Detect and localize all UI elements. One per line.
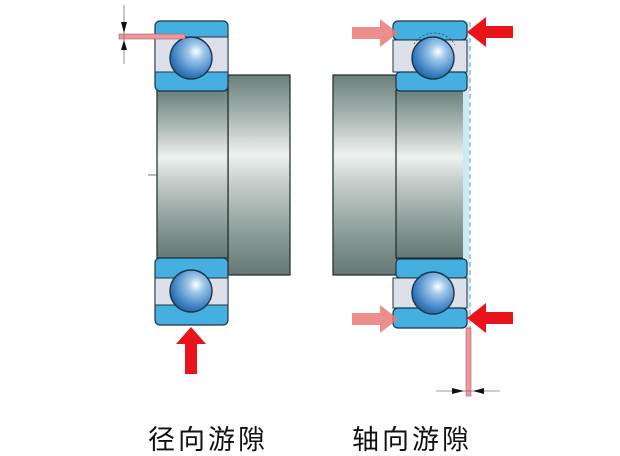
arrow-icon [467, 303, 513, 333]
caption-radial-clearance: 径向游隙 [148, 425, 268, 456]
dimension-arrow-icon [121, 22, 127, 33]
ball-icon [411, 271, 455, 315]
inner-sleeve [395, 89, 465, 259]
radial-clearance-figure [118, 5, 291, 374]
axial-shift-band [463, 22, 469, 328]
radial-clearance-band [118, 33, 186, 40]
arrow-icon [176, 327, 206, 374]
dimension-arrow-icon [452, 388, 464, 394]
bearing-bottom [392, 258, 468, 329]
dimension-arrow-icon [473, 388, 484, 394]
bearing-top [154, 20, 229, 92]
axial-clearance-band [465, 327, 472, 397]
bearing-bottom [154, 257, 229, 326]
arrow-faded-icon [352, 19, 398, 47]
housing-body [332, 74, 398, 276]
arrow-icon [467, 17, 513, 47]
ball-icon [169, 36, 213, 80]
ball-icon [169, 269, 213, 313]
axial-clearance-figure [332, 17, 513, 397]
dimension-arrow-icon [121, 40, 127, 50]
arrow-faded-icon [352, 305, 398, 333]
housing-body [227, 74, 291, 276]
inner-sleeve [156, 89, 229, 259]
bearing-top [392, 20, 468, 92]
caption-axial-clearance: 轴向游隙 [352, 425, 472, 456]
ball-icon [411, 36, 455, 80]
